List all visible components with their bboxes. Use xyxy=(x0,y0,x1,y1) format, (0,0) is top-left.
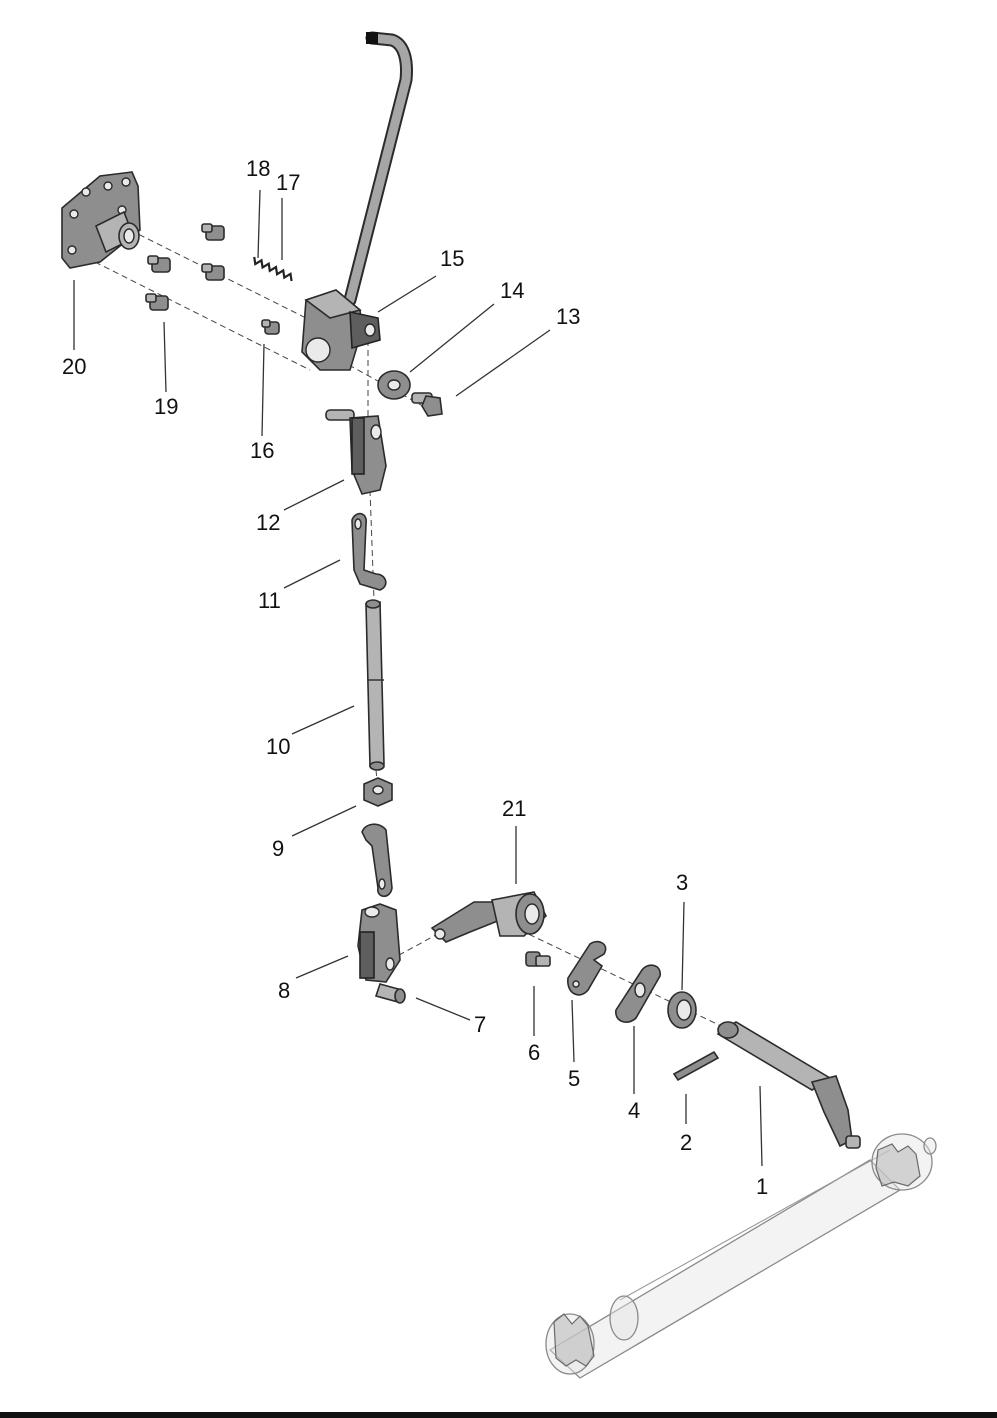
shift-shaft-part-1 xyxy=(716,1021,861,1149)
callout-labels: 1 2 3 4 5 6 7 8 9 10 11 12 13 14 15 16 1… xyxy=(62,156,768,1199)
clip-lower xyxy=(361,823,393,898)
callout-1: 1 xyxy=(756,1174,768,1199)
callout-21: 21 xyxy=(502,796,526,821)
callout-14: 14 xyxy=(500,278,524,303)
bellcrank-part-21 xyxy=(430,891,547,943)
callout-18: 18 xyxy=(246,156,270,181)
callout-16: 16 xyxy=(250,438,274,463)
callout-12: 12 xyxy=(256,510,280,535)
ghosted-drive-shaft xyxy=(545,1133,937,1379)
plate-part-4 xyxy=(615,964,661,1023)
rod-part-10 xyxy=(365,599,385,771)
callout-13: 13 xyxy=(556,304,580,329)
clevis-part-12 xyxy=(325,409,387,495)
nut-part-9 xyxy=(363,777,393,807)
callout-4: 4 xyxy=(628,1098,640,1123)
clevis-part-8 xyxy=(357,903,401,983)
callout-3: 3 xyxy=(676,870,688,895)
mounting-plate-part-20 xyxy=(61,171,141,269)
bolt-part-19d xyxy=(201,263,225,281)
washer-part-14 xyxy=(377,370,411,400)
callout-2: 2 xyxy=(680,1130,692,1155)
screw-part-16 xyxy=(261,319,280,335)
bolt-part-19b xyxy=(147,255,171,273)
assembly-centerlines xyxy=(94,229,741,1036)
shift-lever-part-15 xyxy=(301,31,413,371)
callout-10: 10 xyxy=(266,734,290,759)
spring-part-17 xyxy=(253,256,293,282)
screw-part-6 xyxy=(525,951,551,967)
callout-5: 5 xyxy=(568,1066,580,1091)
bolt-part-13 xyxy=(411,392,443,417)
bolt-part-19 xyxy=(145,293,169,311)
clip-part-11 xyxy=(351,512,387,591)
callout-7: 7 xyxy=(474,1012,486,1037)
callout-11: 11 xyxy=(258,588,281,613)
roll-pin-part-2 xyxy=(672,1050,720,1082)
callout-17: 17 xyxy=(276,170,300,195)
seal-part-3 xyxy=(667,991,697,1029)
callout-8: 8 xyxy=(278,978,290,1003)
callout-15: 15 xyxy=(440,246,464,271)
callout-9: 9 xyxy=(272,836,284,861)
bolt-part-19c xyxy=(201,223,225,241)
bottom-rule xyxy=(0,1412,997,1418)
callout-20: 20 xyxy=(62,354,86,379)
pin-part-7 xyxy=(374,983,406,1004)
callout-19: 19 xyxy=(154,394,178,419)
detent-plate-part-5 xyxy=(567,940,607,996)
callout-6: 6 xyxy=(528,1040,540,1065)
leader-lines xyxy=(73,189,763,1167)
